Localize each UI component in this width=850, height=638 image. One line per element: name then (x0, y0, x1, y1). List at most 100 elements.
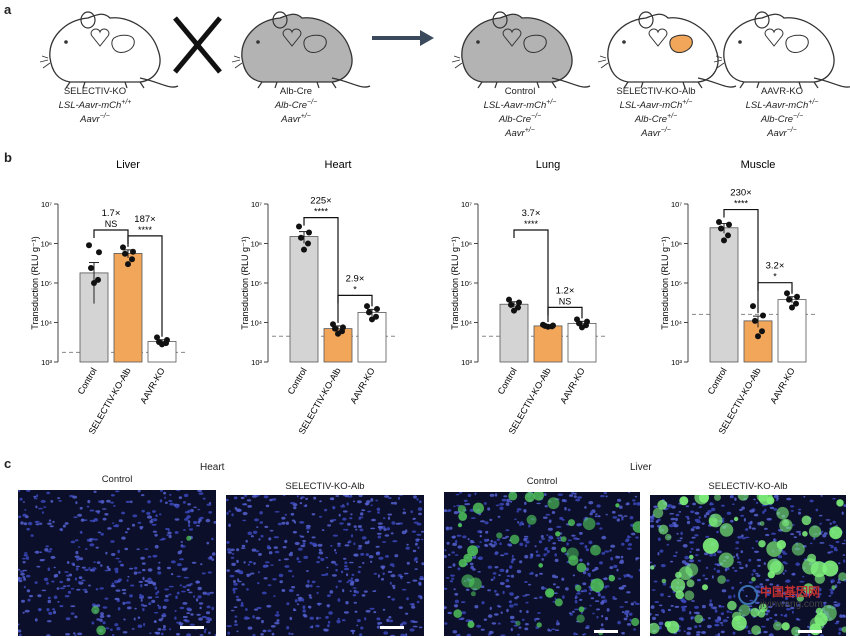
nucleus (690, 617, 693, 620)
nucleus (348, 540, 352, 544)
nucleus (763, 588, 768, 591)
nucleus (187, 523, 191, 528)
x-tick-label: AAVR-KO (558, 366, 587, 406)
nucleus (247, 531, 253, 536)
nucleus (344, 561, 348, 565)
nucleus (741, 506, 745, 510)
nucleus (453, 588, 456, 591)
nucleus (689, 541, 695, 544)
nucleus (166, 534, 169, 536)
nucleus (705, 512, 710, 516)
nucleus (178, 496, 183, 499)
nucleus (619, 560, 624, 564)
nucleus (414, 542, 418, 546)
nucleus (544, 547, 548, 550)
nucleus (206, 605, 211, 609)
nucleus (766, 618, 770, 621)
nucleus (126, 606, 132, 610)
nucleus (47, 620, 52, 623)
nucleus (66, 574, 70, 577)
nucleus (236, 559, 239, 564)
nucleus (226, 540, 230, 544)
nucleus (522, 523, 525, 526)
nucleus (655, 520, 659, 524)
bar (533, 325, 563, 363)
nucleus (284, 565, 290, 568)
gfp-signal (576, 562, 587, 573)
nucleus (382, 541, 387, 543)
nucleus (46, 491, 51, 495)
nucleus (568, 612, 572, 615)
nucleus (22, 611, 25, 614)
nucleus (316, 616, 319, 620)
gfp-signal (814, 612, 828, 626)
nucleus (318, 515, 323, 518)
nucleus (616, 556, 621, 559)
gfp-signal (689, 554, 694, 560)
nucleus (546, 534, 549, 536)
nucleus (390, 532, 394, 535)
nucleus (796, 618, 801, 621)
nucleus (790, 505, 795, 508)
nucleus (557, 493, 563, 496)
nucleus (162, 613, 166, 616)
nucleus (376, 507, 381, 511)
gfp-signal (758, 540, 766, 548)
nucleus (733, 594, 736, 598)
fold-change-label: 225× (310, 196, 331, 207)
nucleus (290, 502, 296, 505)
y-tick-label: 10⁴ (250, 319, 262, 328)
nucleus (498, 574, 501, 577)
nucleus (362, 561, 365, 565)
nucleus (529, 556, 533, 559)
nucleus (64, 595, 70, 598)
nucleus (412, 620, 418, 623)
nucleus (479, 531, 482, 534)
nucleus (27, 521, 33, 526)
nucleus (616, 518, 620, 522)
gfp-signal (578, 606, 585, 613)
nucleus (511, 574, 514, 578)
nucleus (246, 573, 252, 576)
nucleus (775, 499, 779, 502)
nucleus (274, 511, 280, 513)
gfp-signal (509, 534, 520, 545)
nucleus (48, 519, 52, 522)
nucleus (234, 570, 239, 573)
nucleus (344, 567, 350, 571)
nucleus (168, 593, 172, 596)
nucleus (685, 515, 690, 518)
nucleus (53, 595, 58, 600)
nucleus (321, 574, 326, 576)
nucleus (571, 492, 574, 495)
nucleus (121, 511, 126, 515)
data-point (726, 221, 732, 228)
nucleus (117, 580, 121, 583)
nucleus (734, 569, 738, 572)
nucleus (493, 576, 496, 580)
nucleus (177, 551, 180, 555)
nucleus (386, 618, 390, 623)
nucleus (228, 510, 231, 513)
nucleus (342, 619, 346, 622)
x-tick-label: AAVR-KO (768, 366, 797, 406)
nucleus (519, 609, 522, 613)
data-point (789, 304, 795, 311)
nucleus (121, 588, 127, 592)
nucleus (339, 522, 344, 525)
nucleus (820, 634, 824, 636)
nucleus (41, 511, 44, 514)
nucleus (819, 522, 822, 525)
nucleus (250, 572, 255, 575)
nucleus (293, 609, 297, 611)
nucleus (324, 628, 329, 632)
nucleus (490, 539, 493, 543)
nucleus (574, 599, 578, 604)
nucleus (297, 547, 303, 551)
nucleus (650, 520, 654, 523)
nucleus (504, 552, 509, 555)
nucleus (802, 575, 805, 578)
nucleus (207, 571, 212, 574)
nucleus (365, 609, 371, 613)
nucleus (390, 574, 396, 578)
